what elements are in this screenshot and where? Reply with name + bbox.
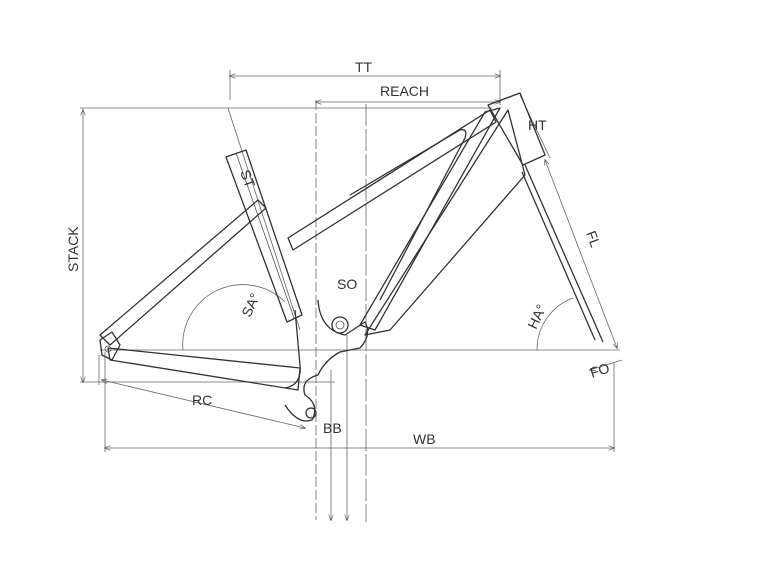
seat-stay xyxy=(99,199,267,346)
seat-tube-axis xyxy=(227,107,301,331)
label-stack: STACK xyxy=(65,226,81,272)
label-fo: FO xyxy=(588,360,612,381)
dimension-lines xyxy=(80,70,623,522)
rc-dimension xyxy=(102,380,305,428)
rear-dropout xyxy=(99,331,121,361)
down-tube-lower xyxy=(364,109,526,336)
bike-frame xyxy=(99,92,604,422)
fo-dimension xyxy=(590,359,623,370)
sa-arc xyxy=(182,284,286,351)
bottom-bracket xyxy=(331,316,349,334)
seat-tube-bottom xyxy=(284,309,301,389)
label-sa: SA° xyxy=(238,290,263,319)
label-so: SO xyxy=(337,276,357,292)
pivot xyxy=(305,407,317,419)
label-ha: HA° xyxy=(524,302,549,331)
label-ht: HT xyxy=(528,117,547,133)
seat-tube xyxy=(225,149,303,323)
label-tt: TT xyxy=(355,59,373,75)
ha-arc xyxy=(536,297,574,351)
label-st: ST xyxy=(237,168,258,191)
label-reach: REACH xyxy=(380,83,429,99)
fork-front xyxy=(524,164,604,343)
motor-mount xyxy=(284,299,369,422)
top-tube-inner xyxy=(349,129,467,301)
label-rc: RC xyxy=(192,392,212,408)
label-wb: WB xyxy=(413,431,436,447)
down-tube xyxy=(359,107,501,331)
label-fl: FL xyxy=(583,229,604,250)
chainstay xyxy=(107,347,301,391)
fl-dimension xyxy=(545,160,617,348)
label-bb: BB xyxy=(323,420,342,436)
fork-rear xyxy=(521,171,596,341)
head-tube xyxy=(487,92,546,166)
